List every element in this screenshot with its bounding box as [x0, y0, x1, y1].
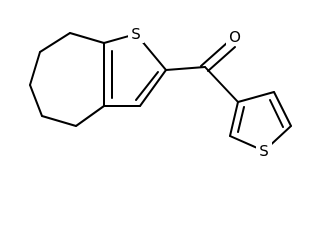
- bond-c2-c3: [39, 32, 71, 53]
- bond-carbonyl-o-a: [200, 41, 229, 67]
- bond-carbonyl-c3prime: [204, 66, 239, 103]
- fused-thiophene-ring: [103, 33, 167, 107]
- atom-labels: S O S: [128, 25, 272, 160]
- bond-c4p-c5p: [273, 91, 292, 127]
- bond-c4-c5: [29, 84, 43, 117]
- bond-c1-c2: [69, 32, 105, 44]
- ketone-linker: [165, 41, 239, 103]
- cycloheptane-ring: [29, 32, 105, 127]
- atom-o-carbonyl: O: [229, 28, 241, 46]
- structure-canvas: S O S: [29, 25, 292, 160]
- bond-c3-c4: [29, 51, 41, 86]
- label-bg-o: [226, 28, 244, 46]
- bond-c2-carbonyl: [165, 66, 206, 71]
- label-bg-s-terminal: [256, 142, 272, 160]
- label-bg-s-fused: [128, 25, 144, 43]
- bond-c2p-c3p-inner: [237, 106, 245, 133]
- bond-c2-c3: [139, 69, 167, 107]
- bond-c6-c7: [75, 105, 105, 127]
- bond-carbonyl-o-b: [207, 46, 236, 72]
- bond-c2p-c3p: [229, 101, 239, 137]
- bond-c5-c6: [41, 115, 77, 127]
- bond-c4p-c5p-inner: [269, 99, 284, 128]
- atom-s-terminal: S: [259, 142, 269, 160]
- molecule-diagram: S O S: [29, 25, 292, 160]
- bond-c2-c3-inner: [135, 71, 159, 101]
- bond-c3p-c4p: [237, 91, 275, 103]
- atom-s-fused: S: [131, 25, 141, 43]
